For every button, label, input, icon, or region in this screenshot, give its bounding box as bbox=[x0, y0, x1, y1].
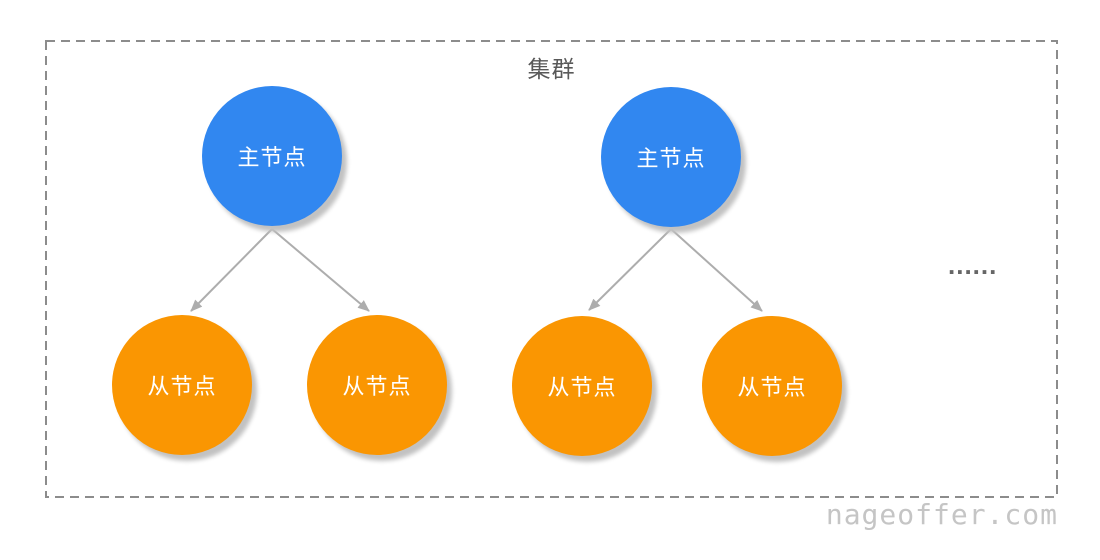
master-node-2: 主节点 bbox=[601, 87, 741, 227]
slave-node-2a-label: 从节点 bbox=[547, 375, 617, 400]
master-node-1-label: 主节点 bbox=[237, 145, 307, 170]
more-clusters-indicator: ...... bbox=[948, 250, 998, 280]
slave-node-2a: 从节点 bbox=[512, 316, 652, 456]
master-node-2-label: 主节点 bbox=[636, 146, 706, 171]
slave-node-1a: 从节点 bbox=[112, 315, 252, 455]
slave-node-1b-label: 从节点 bbox=[342, 374, 412, 399]
cluster-boundary bbox=[45, 40, 1058, 498]
arrow-master2-slave1 bbox=[588, 228, 672, 311]
arrow-master2-slave2 bbox=[670, 228, 763, 312]
slave-node-2b-label: 从节点 bbox=[737, 375, 807, 400]
slave-node-1a-label: 从节点 bbox=[147, 374, 217, 399]
arrow-master1-slave1 bbox=[190, 228, 273, 312]
arrow-master1-slave2 bbox=[271, 228, 370, 312]
master-node-1: 主节点 bbox=[202, 86, 342, 226]
watermark-text: nageoffer.com bbox=[825, 498, 1058, 531]
cluster-title: 集群 bbox=[527, 56, 576, 82]
slave-node-2b: 从节点 bbox=[702, 316, 842, 456]
slave-node-1b: 从节点 bbox=[307, 315, 447, 455]
